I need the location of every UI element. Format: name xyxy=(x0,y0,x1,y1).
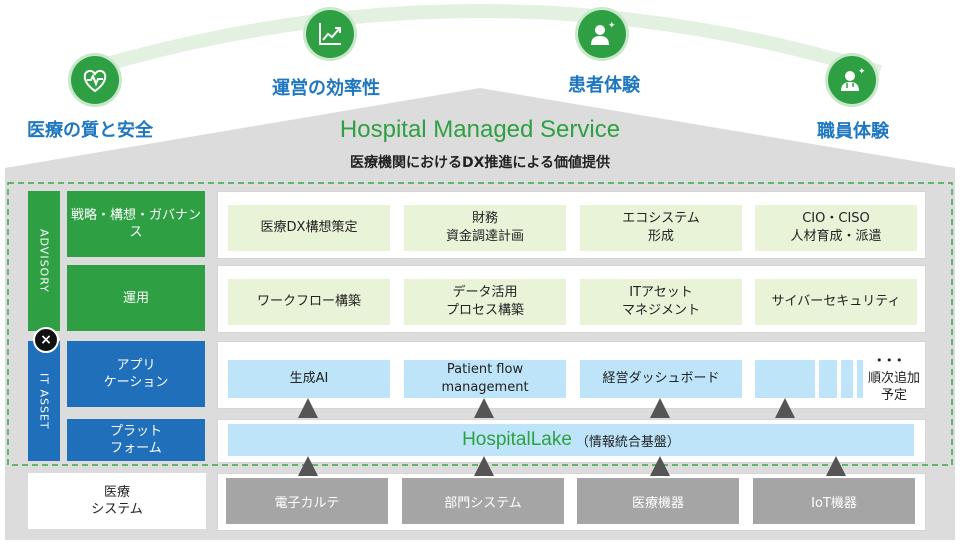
line-chart-icon xyxy=(306,10,354,58)
strategy-item: エコシステム 形成 xyxy=(580,205,742,251)
managed-scope-border xyxy=(7,182,953,466)
row-label-application: アプリ ケーション xyxy=(67,341,205,407)
page-subtitle: 医療機関におけるDX推進による価値提供 xyxy=(350,155,610,171)
row-label-medical: 医療 システム xyxy=(28,473,206,529)
patient-sparkle-icon: ✦ xyxy=(578,10,626,58)
application-item: 経営ダッシュボード xyxy=(580,360,742,398)
goal-efficiency: 運営の効率性 xyxy=(272,78,380,99)
application-placeholder xyxy=(819,360,837,398)
medical-item: 医療機器 xyxy=(577,478,739,524)
medical-item: 部門システム xyxy=(402,478,564,524)
staff-sparkle-icon: ✦ xyxy=(828,56,876,104)
strategy-item: CIO・CISO 人材育成・派遣 xyxy=(755,205,917,251)
cross-icon: × xyxy=(33,327,59,353)
row-label-operation: 運用 xyxy=(67,265,205,331)
more-dots: • • • xyxy=(876,354,903,367)
goal-quality-safety: 医療の質と安全 xyxy=(27,120,153,141)
row-label-strategy: 戦略・構想・ガバナンス xyxy=(67,191,205,257)
application-placeholder xyxy=(841,360,853,398)
svg-text:✦: ✦ xyxy=(608,21,616,31)
advisory-tag-label: ADVISORY xyxy=(37,229,51,293)
goal-arc xyxy=(77,4,883,79)
roof xyxy=(5,88,955,168)
hospital-lake-name: HospitalLake xyxy=(462,429,572,450)
it-asset-tag: IT ASSET xyxy=(28,341,60,461)
advisory-tag: ADVISORY xyxy=(28,191,60,331)
application-placeholder xyxy=(857,360,863,398)
strategy-item: 医療DX構想策定 xyxy=(228,205,390,251)
operation-item: ワークフロー構築 xyxy=(228,279,390,325)
strategy-item: 財務 資金調達計画 xyxy=(404,205,566,251)
goal-staff-experience: 職員体験 xyxy=(817,121,889,142)
row-label-platform: プラット フォーム xyxy=(67,419,205,461)
page-title: Hospital Managed Service xyxy=(339,116,621,143)
goal-patient-experience: 患者体験 xyxy=(568,75,640,96)
it-asset-tag-label: IT ASSET xyxy=(37,372,51,430)
hospital-lake-note: （情報統合基盤） xyxy=(575,434,680,450)
application-item: 生成AI xyxy=(228,360,390,398)
operation-item: サイバーセキュリティ xyxy=(755,279,917,325)
operation-item: データ活用 プロセス構築 xyxy=(404,279,566,325)
operation-item: ITアセット マネジメント xyxy=(580,279,742,325)
application-item: Patient flow management xyxy=(404,360,566,398)
svg-text:✦: ✦ xyxy=(858,67,866,77)
medical-item: IoT機器 xyxy=(753,478,915,524)
heart-pulse-icon xyxy=(71,56,119,104)
application-placeholder xyxy=(755,360,815,398)
medical-item: 電子カルテ xyxy=(226,478,388,524)
hospital-lake-bar: HospitalLake （情報統合基盤） xyxy=(228,424,914,456)
more-coming-note: 順次追加 予定 xyxy=(867,371,920,403)
